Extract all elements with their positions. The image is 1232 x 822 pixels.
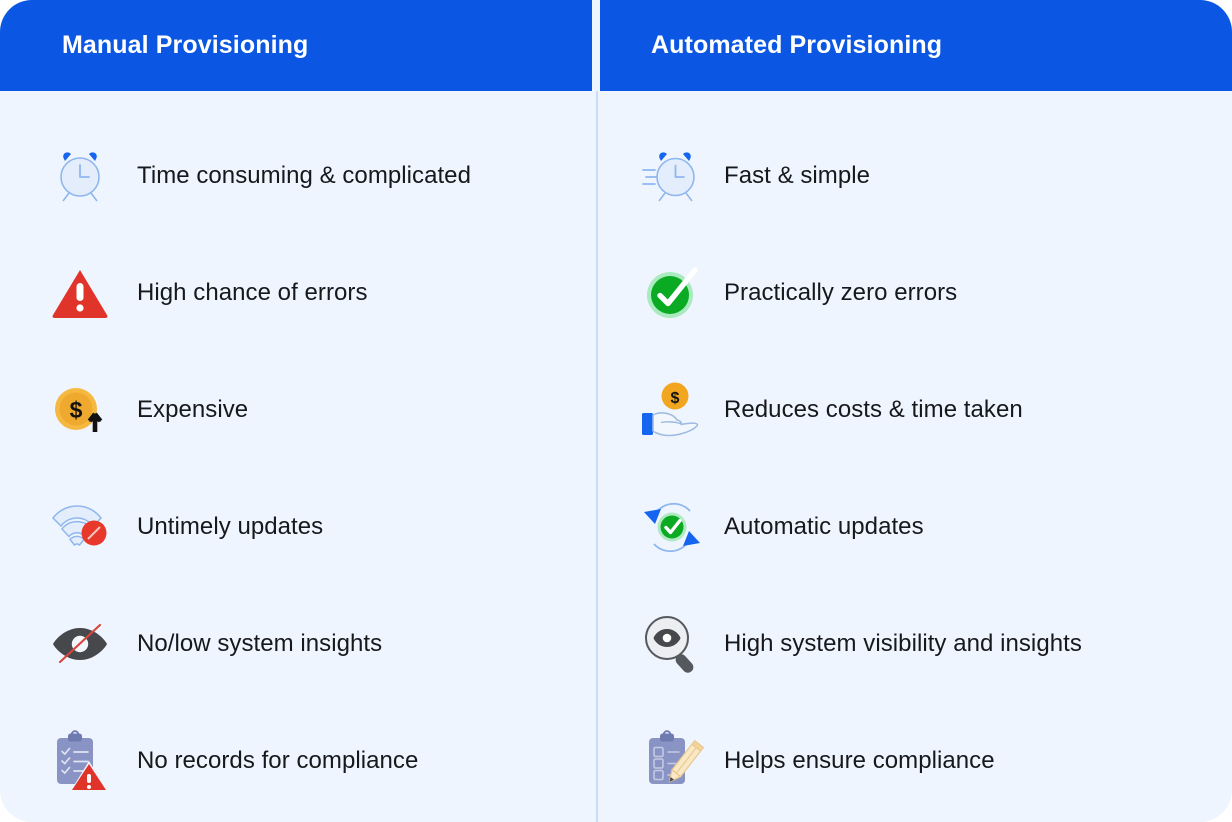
list-item: High system visibility and insights xyxy=(596,585,1232,702)
list-item-label: Expensive xyxy=(137,395,249,423)
table-header: Manual Provisioning Automated Provisioni… xyxy=(0,0,1232,91)
list-item: High chance of errors xyxy=(0,234,596,351)
list-item: Automatic updates xyxy=(596,468,1232,585)
fast-alarm-clock-icon xyxy=(639,143,705,209)
list-item-label: No records for compliance xyxy=(137,746,419,774)
list-item: $ Expensive xyxy=(0,351,596,468)
list-item: No records for compliance xyxy=(0,702,596,819)
wifi-blocked-icon xyxy=(47,494,113,560)
list-item-label: No/low system insights xyxy=(137,629,383,657)
column-header-automated: Automated Provisioning xyxy=(600,0,1232,91)
clipboard-pencil-icon xyxy=(639,728,705,794)
coin-up-arrow-icon: $ xyxy=(47,377,113,443)
column-manual: Time consuming & complicated High chance… xyxy=(0,91,596,822)
list-item: Untimely updates xyxy=(0,468,596,585)
list-item-label: Untimely updates xyxy=(137,512,324,540)
list-item: Practically zero errors xyxy=(596,234,1232,351)
list-item: Time consuming & complicated xyxy=(0,117,596,234)
column-header-automated-title: Automated Provisioning xyxy=(651,31,943,59)
list-item: No/low system insights xyxy=(0,585,596,702)
hand-coin-icon: $ xyxy=(639,377,705,443)
list-item: $ Reduces costs & time taken xyxy=(596,351,1232,468)
svg-text:$: $ xyxy=(70,397,83,423)
header-divider-gap xyxy=(592,0,600,91)
column-automated: Fast & simple Practically zero errors xyxy=(596,91,1232,822)
svg-text:$: $ xyxy=(671,390,680,407)
column-header-manual-title: Manual Provisioning xyxy=(62,31,309,59)
list-item-label: Fast & simple xyxy=(724,161,871,189)
column-divider xyxy=(596,91,598,822)
list-item-label: High chance of errors xyxy=(137,278,368,306)
green-check-circle-icon xyxy=(639,260,705,326)
eye-slash-icon xyxy=(47,611,113,677)
clipboard-warning-icon xyxy=(47,728,113,794)
column-header-manual: Manual Provisioning xyxy=(0,0,592,91)
refresh-check-icon xyxy=(639,494,705,560)
list-item-label: Reduces costs & time taken xyxy=(724,395,1023,423)
alarm-clock-icon xyxy=(47,143,113,209)
table-body: Time consuming & complicated High chance… xyxy=(0,91,1232,822)
list-item-label: Automatic updates xyxy=(724,512,924,540)
list-item-label: High system visibility and insights xyxy=(724,629,1082,657)
list-item-label: Practically zero errors xyxy=(724,278,958,306)
magnifier-eye-icon xyxy=(639,611,705,677)
list-item-label: Helps ensure compliance xyxy=(724,746,995,774)
warning-triangle-icon xyxy=(47,260,113,326)
list-item: Fast & simple xyxy=(596,117,1232,234)
list-item-label: Time consuming & complicated xyxy=(137,161,471,189)
list-item: Helps ensure compliance xyxy=(596,702,1232,819)
